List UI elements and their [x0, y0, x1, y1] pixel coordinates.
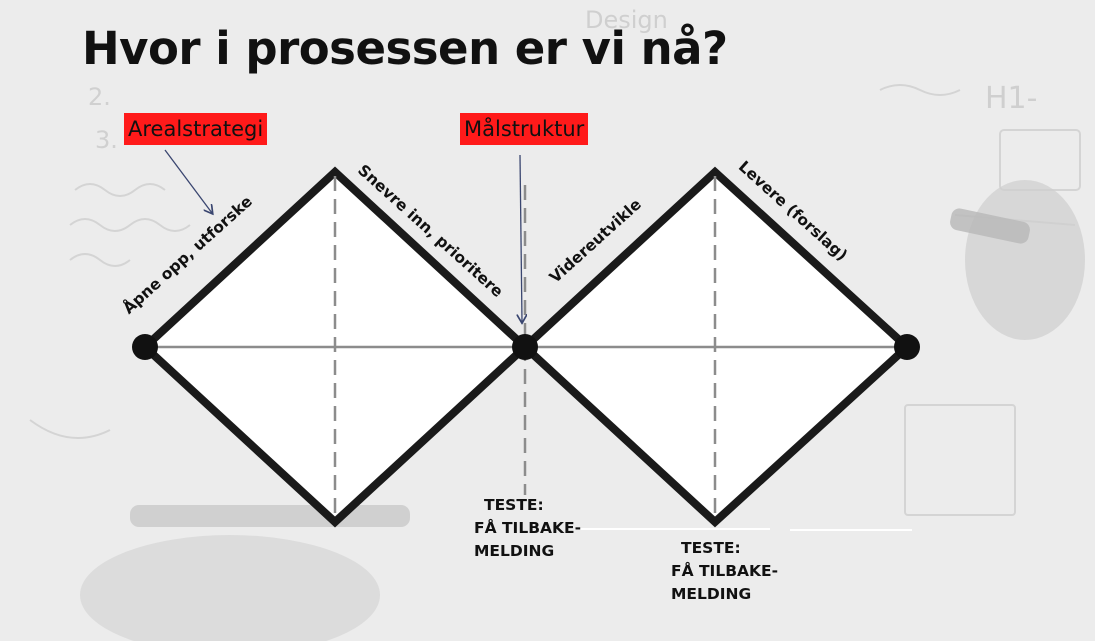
test-label-line: MELDING [474, 542, 555, 560]
malstruktur-tag: Målstruktur [460, 113, 589, 145]
svg-text:H1-: H1- [985, 81, 1037, 116]
svg-text:3.: 3. [95, 126, 118, 154]
arealstrategi-tag: Arealstrategi [124, 113, 268, 145]
test-label-line: MELDING [671, 585, 752, 603]
node-dot [512, 334, 538, 360]
test-label-line: FÅ TILBAKE- [474, 519, 582, 537]
arrow-to-open-phase [164, 149, 212, 213]
svg-text:Design: Design [585, 6, 668, 34]
test-label-line: TESTE: [681, 539, 741, 557]
node-dot [132, 334, 158, 360]
test-label-line: TESTE: [484, 496, 544, 514]
test-label-line: FÅ TILBAKE- [671, 562, 779, 580]
test-feedback-label: TESTE: FÅ TILBAKE- MELDING [474, 494, 581, 563]
svg-text:2.: 2. [88, 83, 111, 111]
test-feedback-label: TESTE: FÅ TILBAKE- MELDING [671, 537, 778, 606]
node-dot [894, 334, 920, 360]
arrow-to-midpoint [520, 154, 522, 322]
page-title: Hvor i prosessen er vi nå? [82, 22, 728, 75]
